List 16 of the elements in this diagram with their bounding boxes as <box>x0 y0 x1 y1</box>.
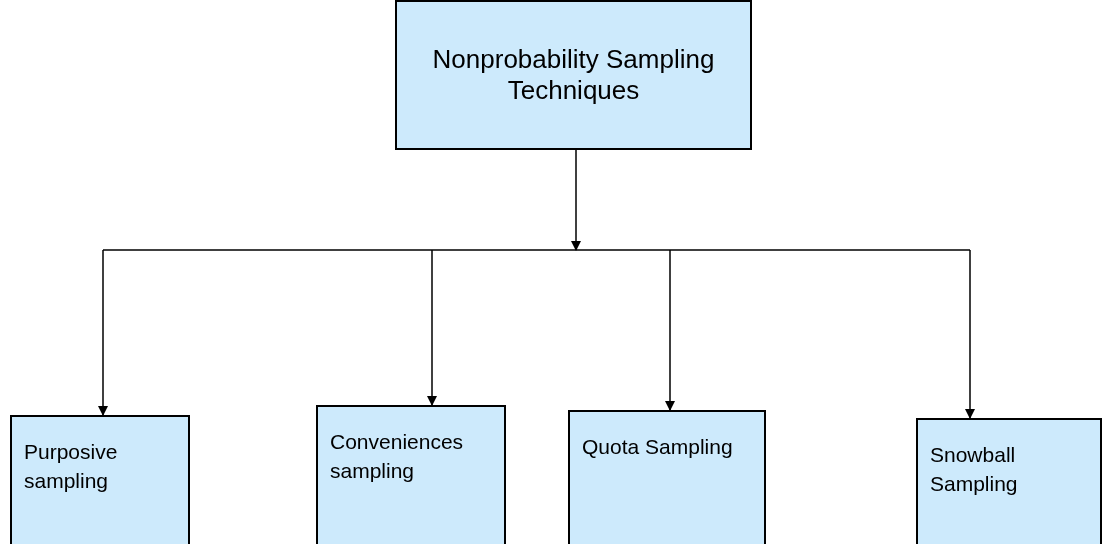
category-box <box>568 410 766 544</box>
box-label: Purposive sampling <box>24 439 119 494</box>
category-box <box>916 418 1102 544</box>
arrow <box>665 249 675 411</box>
box-label: Snowball Sampling <box>930 442 1019 497</box>
arrow <box>965 249 975 419</box>
arrow <box>571 149 581 251</box>
box-label: Nonprobability Sampling Techniques <box>431 44 716 106</box>
root-box <box>395 0 752 150</box>
arrow <box>427 249 437 406</box>
category-box <box>316 405 506 544</box>
connector-line <box>102 249 971 251</box>
box-label: Quota Sampling <box>582 434 733 460</box>
arrow <box>98 249 108 416</box>
box-label: Conveniences sampling <box>330 429 465 484</box>
category-box <box>10 415 190 544</box>
